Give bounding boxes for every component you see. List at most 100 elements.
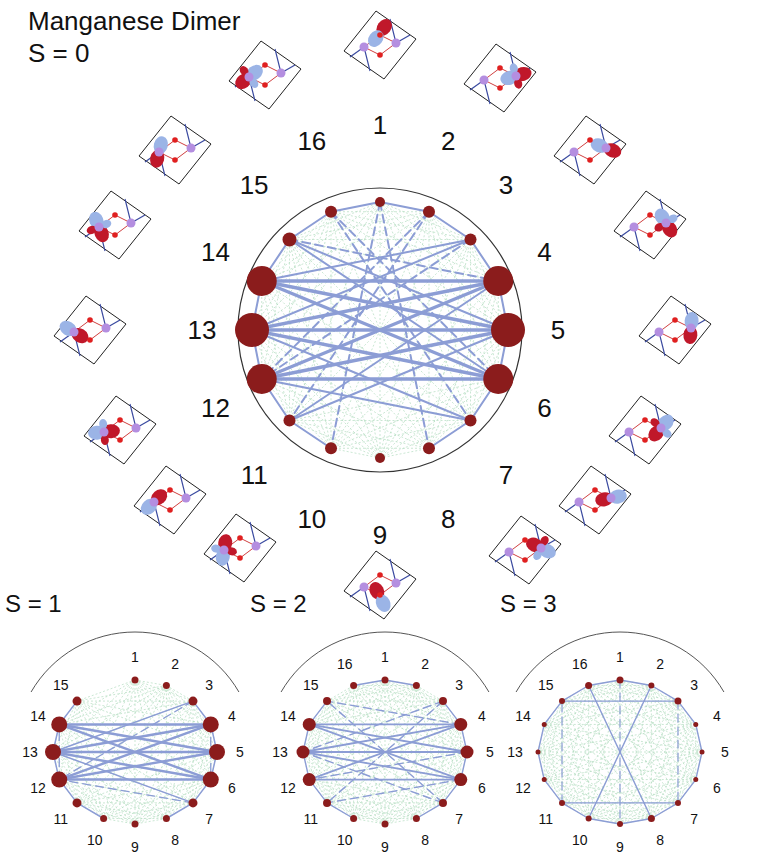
orbital-number: 1 [616, 650, 624, 664]
medium-entanglement-line [331, 202, 380, 212]
weak-entanglement-line [77, 680, 135, 701]
manganese-atom [602, 144, 611, 153]
medium-entanglement-line [544, 701, 562, 724]
orbital-number: 6 [478, 781, 486, 795]
thumbnail-frame [639, 296, 711, 364]
orbital-entropy-dot [413, 682, 420, 689]
orbital-number: 11 [241, 462, 268, 488]
orbital-entropy-dot [586, 816, 592, 822]
orbital-number: 8 [171, 833, 179, 847]
medium-entanglement-dashed-line [331, 212, 498, 379]
oxygen-atom [587, 137, 593, 143]
weak-entanglement-line [289, 420, 470, 421]
orbital-entropy-dot [423, 442, 435, 454]
weak-entanglement-line [562, 701, 678, 702]
medium-entanglement-line [589, 685, 652, 818]
frame-arc [281, 632, 489, 692]
weak-entanglement-line [135, 819, 166, 824]
manganese-atom [150, 498, 159, 507]
orbital-number: 9 [373, 522, 387, 548]
manganese-atom [102, 324, 111, 333]
orbital-entropy-dot [375, 197, 385, 207]
medium-entanglement-line [589, 685, 652, 818]
weak-entanglement-line [538, 685, 651, 752]
weak-entanglement-line [59, 779, 211, 780]
orbital-entropy-dot [559, 800, 565, 806]
weak-entanglement-line [544, 724, 620, 824]
strong-entanglement-line [262, 281, 499, 379]
orbital-entropy-dot [465, 415, 477, 427]
thumbnail-frame [229, 41, 301, 109]
orbital-number: 1 [373, 112, 387, 138]
thumbnail-frame [554, 116, 626, 184]
weak-entanglement-line [77, 803, 166, 819]
manganese-atom [630, 223, 639, 232]
weak-entanglement-line [678, 724, 696, 802]
orbital-number: 5 [551, 317, 565, 343]
orbital-entropy-dot [423, 206, 435, 218]
orbital-number: 2 [441, 128, 455, 154]
orbital-entropy-dot [375, 453, 385, 463]
weak-entanglement-line [104, 803, 193, 819]
orbital-lobes [81, 207, 117, 246]
manganese-atom [182, 494, 191, 503]
orbital-number: 8 [441, 506, 455, 532]
weak-entanglement-line [678, 701, 696, 779]
manganese-atom [277, 69, 286, 78]
weak-entanglement-line [588, 685, 589, 818]
orbital-number: 14 [30, 709, 46, 723]
medium-entanglement-dashed-line [677, 701, 678, 803]
weak-entanglement-line [331, 448, 429, 449]
orbital-lobes [57, 318, 92, 346]
weak-entanglement-line [651, 685, 695, 779]
medium-entanglement-line [327, 803, 354, 819]
weak-entanglement-line [309, 701, 443, 724]
orbital-lobes [228, 57, 269, 97]
orbital-number: 12 [280, 781, 296, 795]
orbital-entropy-dot [461, 746, 474, 759]
orbital-number: 13 [188, 317, 217, 343]
weak-entanglement-line [538, 752, 544, 780]
orbital-entropy-dot [235, 313, 269, 347]
orbital-number: 15 [53, 678, 69, 692]
orbital-entropy-dot [439, 799, 447, 807]
oxygen-atom [647, 212, 653, 218]
weak-entanglement-line [262, 212, 429, 281]
oxygen-atom [642, 417, 648, 423]
manganese-atom [245, 73, 254, 82]
medium-entanglement-line [562, 700, 678, 701]
orbital-entropy-dot [247, 364, 277, 394]
orbital-entropy-dot [132, 677, 139, 684]
thumbnail-frame [344, 551, 416, 619]
strong-entanglement-line [309, 724, 467, 752]
orbital-number: 10 [87, 833, 103, 847]
orbital-entropy-dot [350, 682, 357, 689]
manganese-atom [360, 43, 369, 52]
orbital-number: 9 [616, 840, 624, 854]
orbital-lobe-negative [373, 592, 394, 614]
weak-entanglement-line [193, 701, 211, 779]
orbital-number: 12 [201, 395, 230, 421]
thumbnail-frame [134, 466, 206, 534]
weak-entanglement-line [589, 685, 678, 701]
oxygen-atom [377, 32, 383, 38]
manganese-atom [100, 428, 109, 437]
weak-entanglement-line [544, 701, 678, 724]
weak-entanglement-line [309, 724, 461, 725]
weak-entanglement-line [77, 802, 193, 803]
orbital-number: 13 [507, 745, 523, 759]
orbital-number: 13 [272, 745, 288, 759]
weak-entanglement-line [309, 724, 327, 802]
weak-entanglement-line [59, 701, 77, 779]
weak-entanglement-line [252, 202, 380, 330]
medium-entanglement-line [380, 202, 429, 212]
manganese-atom [575, 498, 584, 507]
weak-entanglement-line [562, 701, 589, 818]
orbital-number: 9 [381, 840, 389, 854]
orbital-lobes [208, 532, 239, 568]
medium-entanglement-line [589, 819, 620, 824]
orbital-number: 14 [280, 709, 296, 723]
weak-entanglement-line [354, 818, 417, 819]
entanglement-diagram [516, 632, 724, 827]
orbital-lobe-positive [148, 486, 171, 509]
